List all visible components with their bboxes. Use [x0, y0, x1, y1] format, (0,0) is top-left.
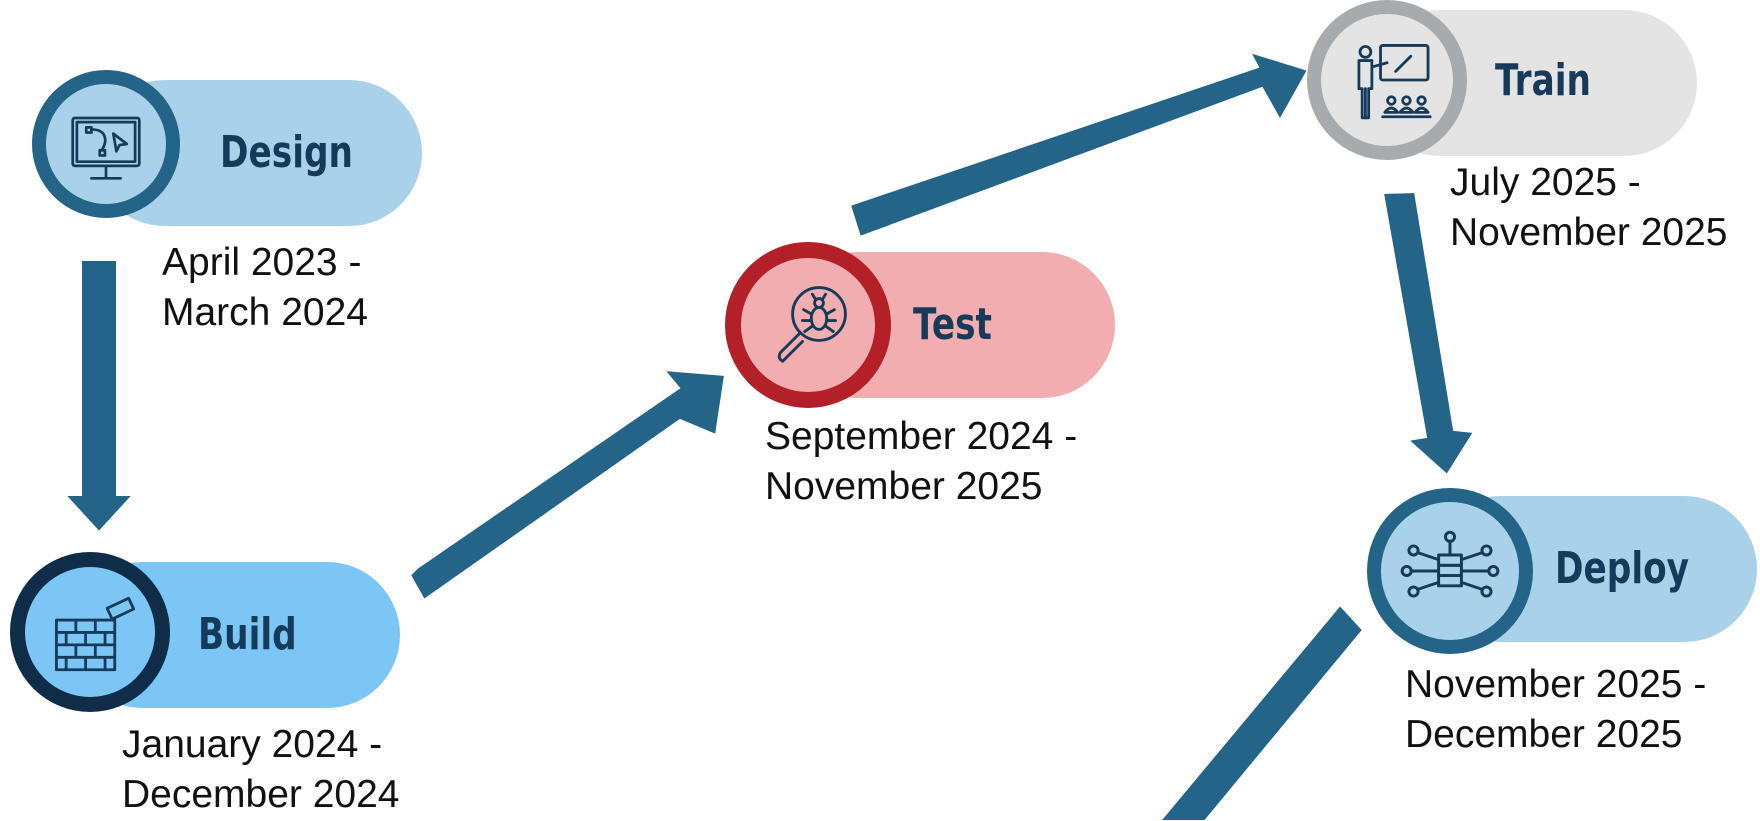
test-icon-badge	[725, 242, 891, 408]
server-network-icon	[1400, 530, 1500, 598]
deploy-icon-badge	[1367, 488, 1533, 654]
arrow-design-to-build	[62, 259, 136, 534]
test-date-end: November 2025	[765, 465, 1043, 508]
build-date-end: December 2024	[122, 773, 400, 816]
design-date-end: March 2024	[162, 291, 368, 334]
build-date-start: January 2024 -	[122, 723, 383, 766]
train-dates: July 2025 - November 2025	[1450, 158, 1728, 258]
deploy-date-start: November 2025 -	[1405, 663, 1707, 706]
train-label: Train	[1495, 55, 1591, 106]
test-date-start: September 2024 -	[765, 415, 1078, 458]
monitor-vector-icon	[71, 116, 141, 180]
arrow-deploy-outgoing	[1158, 603, 1365, 821]
arrow-build-to-test	[408, 368, 727, 602]
design-dates: April 2023 - March 2024	[162, 238, 368, 338]
deploy-label: Deploy	[1555, 543, 1690, 594]
train-date-start: July 2025 -	[1450, 161, 1641, 204]
presentation-training-icon	[1357, 44, 1432, 120]
brick-wall-icon	[55, 596, 136, 672]
deploy-dates: November 2025 - December 2025	[1405, 660, 1706, 760]
arrow-test-to-train	[848, 50, 1310, 239]
train-icon-badge	[1307, 0, 1467, 160]
build-icon-badge	[10, 552, 170, 712]
design-label: Design	[220, 127, 353, 178]
train-date-end: November 2025	[1450, 211, 1728, 254]
design-icon-badge	[32, 70, 180, 218]
design-date-start: April 2023 -	[162, 241, 362, 284]
bug-search-icon	[777, 286, 847, 363]
test-dates: September 2024 - November 2025	[765, 412, 1077, 512]
arrow-train-to-deploy	[1381, 190, 1476, 477]
build-label: Build	[198, 609, 297, 660]
test-label: Test	[913, 299, 992, 350]
deploy-date-end: December 2025	[1405, 713, 1683, 756]
build-dates: January 2024 - December 2024	[122, 720, 400, 820]
